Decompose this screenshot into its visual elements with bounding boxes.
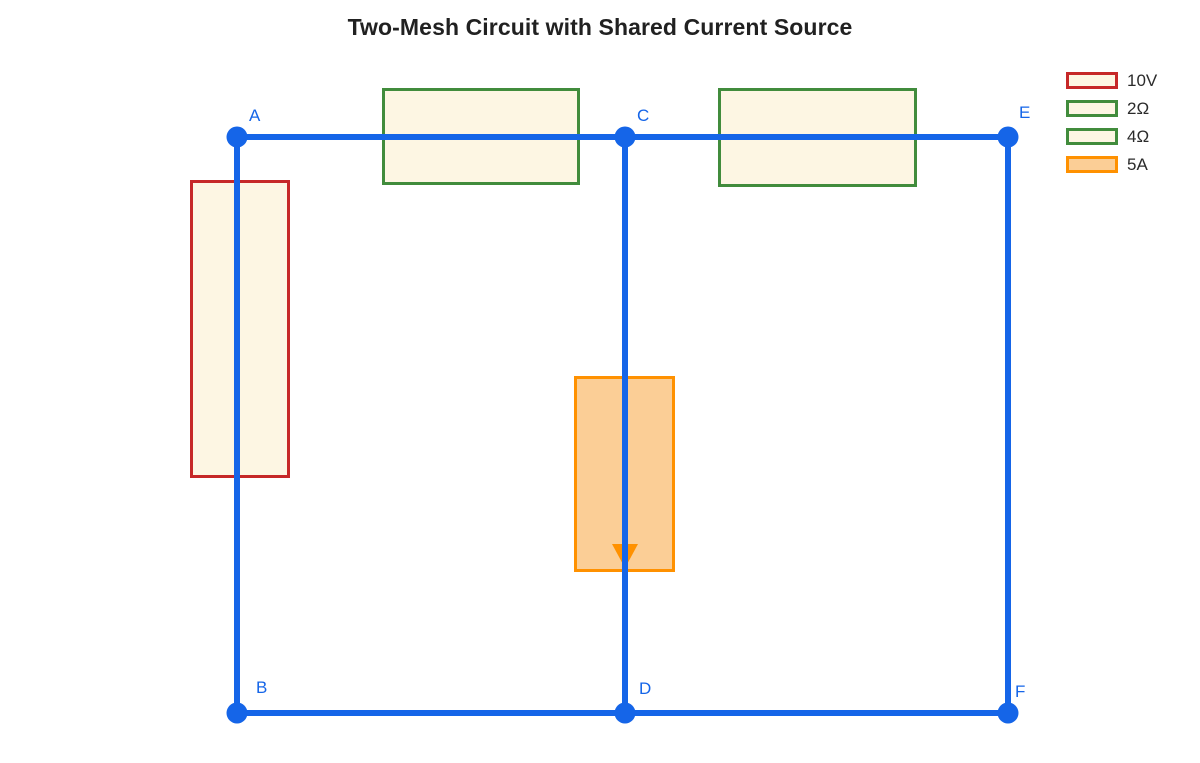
legend-label: 5A xyxy=(1127,154,1148,174)
legend-item-2ω[interactable]: 2Ω xyxy=(1066,94,1192,122)
page-title: Two-Mesh Circuit with Shared Current Sou… xyxy=(347,14,853,40)
wires-layer xyxy=(234,134,1011,716)
node-d[interactable] xyxy=(614,702,636,724)
node-label-e: E xyxy=(1019,103,1031,122)
legend-label: 2Ω xyxy=(1127,98,1150,118)
node-e[interactable] xyxy=(997,126,1019,148)
arrows-layer xyxy=(612,540,638,574)
legend-item-4ω[interactable]: 4Ω xyxy=(1066,122,1192,150)
components-layer xyxy=(190,88,917,572)
voltage-source-swatch xyxy=(1066,71,1118,89)
node-label-a: A xyxy=(249,106,261,125)
node-label-b: B xyxy=(256,678,268,697)
legend-item-10v[interactable]: 10V xyxy=(1066,66,1192,94)
resistor-swatch xyxy=(1066,99,1118,117)
node-label-f: F xyxy=(1015,682,1026,701)
nodes-layer xyxy=(226,126,1019,724)
legend: 10V 2Ω 4Ω 5A xyxy=(1066,66,1192,178)
node-b[interactable] xyxy=(226,702,248,724)
node-label-d: D xyxy=(639,679,652,698)
legend-label: 4Ω xyxy=(1127,126,1150,146)
resistor-swatch xyxy=(1066,127,1118,145)
legend-item-5a[interactable]: 5A xyxy=(1066,150,1192,178)
current-source-swatch xyxy=(1066,155,1118,173)
node-f[interactable] xyxy=(997,702,1019,724)
node-a[interactable] xyxy=(226,126,248,148)
node-c[interactable] xyxy=(614,126,636,148)
legend-label: 10V xyxy=(1127,70,1158,90)
node-label-c: C xyxy=(637,106,650,125)
